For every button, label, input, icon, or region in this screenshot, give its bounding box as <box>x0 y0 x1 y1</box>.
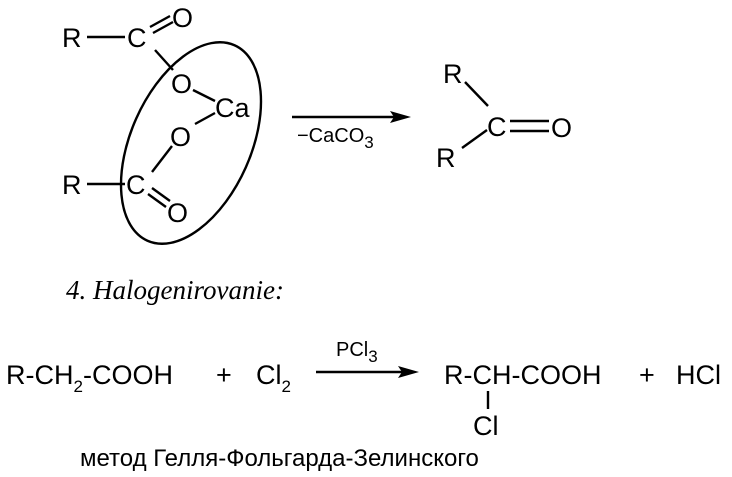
arrow-1-head <box>390 111 411 123</box>
double-bond-bottom-2 <box>151 187 171 202</box>
product-chloro-acid: R-CH-COOH <box>444 360 601 390</box>
carbon-bottom: C <box>126 170 146 200</box>
ketone-product: R C R O <box>436 59 572 173</box>
double-bond-top-1 <box>149 14 171 29</box>
product-bond-r-bottom <box>461 129 488 149</box>
r-group-bottom: R <box>62 170 82 200</box>
arrow-2-head <box>398 366 419 378</box>
bond-o-c-bottom <box>151 145 173 173</box>
oxygen-bottom-carbonyl: O <box>167 198 188 228</box>
product-r-bottom: R <box>436 143 456 173</box>
product-carbon: C <box>487 112 507 142</box>
method-caption: метод Гелля-Фольгарда-Зелинского <box>80 445 479 472</box>
bond-o-ca-top <box>192 88 216 103</box>
product-hcl: HCl <box>676 360 721 390</box>
calcium-salt-reactant: R C O O Ca O R C O <box>62 3 263 245</box>
reaction-arrow-1: −CaCO3 <box>292 111 411 152</box>
section-heading: 4. Halogenirovanie: <box>66 275 284 305</box>
product-chlorine-substituent: Cl <box>473 411 499 441</box>
arrow-2-label: PCl3 <box>336 339 378 366</box>
bond-ca-o-bottom <box>194 111 216 126</box>
arrow-1-label: −CaCO3 <box>297 125 374 152</box>
product-bond-r-top <box>464 81 489 107</box>
oxygen-bottom-bridge: O <box>170 122 191 152</box>
double-bond-bottom-1 <box>147 193 167 208</box>
highlight-ellipse <box>119 41 263 245</box>
r-group-top: R <box>62 23 82 53</box>
oxygen-top-carbonyl: O <box>172 3 193 33</box>
product-r-top: R <box>443 59 463 89</box>
double-bond-top-2 <box>152 20 174 35</box>
plus-sign-1: + <box>216 360 232 390</box>
halogenation-reaction: R-CH2-COOH + Cl2 PCl3 R-CH-COOH Cl + HCl <box>6 339 721 441</box>
carbon-top: C <box>127 23 147 53</box>
reactant-acid: R-CH2-COOH <box>6 360 173 396</box>
reactant-chlorine: Cl2 <box>256 360 291 396</box>
oxygen-top-bridge: O <box>171 69 192 99</box>
product-oxygen: O <box>551 113 572 143</box>
plus-sign-2: + <box>639 360 655 390</box>
calcium: Ca <box>215 93 250 123</box>
